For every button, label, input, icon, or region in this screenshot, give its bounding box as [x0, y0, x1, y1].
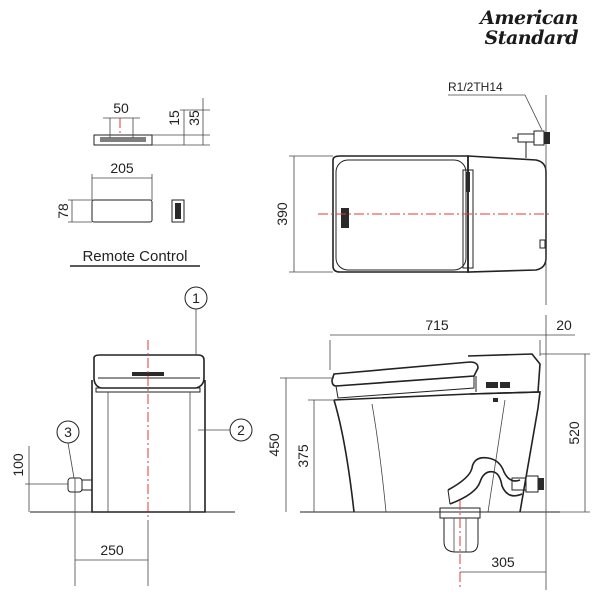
callout-3: 3 — [64, 424, 72, 440]
brand-logo: American Standard — [480, 8, 578, 48]
top-view — [289, 94, 550, 305]
remote-button-mark — [131, 213, 136, 217]
remote-button-mark — [139, 205, 145, 209]
remote-button-mark — [105, 213, 111, 217]
remote-buttons — [97, 205, 145, 217]
pipe-thread-label: R1/2TH14 — [448, 80, 503, 94]
side-view — [280, 315, 590, 590]
remote-button-mark — [97, 205, 102, 209]
brand-line-1: American — [480, 7, 578, 29]
top-dim-390: 390 — [274, 202, 290, 226]
front-view — [25, 286, 253, 586]
remote-button-mark — [114, 205, 119, 209]
remote-front-view — [68, 174, 185, 223]
remote-dim-35: 35 — [186, 110, 202, 126]
remote-button-mark — [139, 213, 145, 217]
remote-dim-50: 50 — [113, 100, 129, 116]
remote-button-mark — [114, 213, 119, 217]
front-dim-100: 100 — [10, 453, 26, 477]
side-dim-520: 520 — [566, 421, 582, 445]
remote-dim-15: 15 — [166, 110, 182, 126]
remote-dim-205: 205 — [110, 160, 134, 176]
side-dim-20: 20 — [556, 317, 572, 333]
front-dim-250: 250 — [100, 542, 124, 558]
brand-line-2: Standard — [484, 27, 578, 49]
remote-side-view — [93, 98, 210, 146]
side-dim-450: 450 — [266, 433, 282, 457]
remote-button-mark — [131, 205, 136, 209]
remote-button-mark — [122, 213, 128, 217]
remote-button-mark — [122, 205, 128, 209]
callout-1: 1 — [192, 290, 200, 306]
side-dim-715: 715 — [425, 317, 449, 333]
callout-2: 2 — [237, 422, 245, 438]
remote-control-title: Remote Control — [82, 248, 187, 265]
remote-button-mark — [97, 213, 102, 217]
remote-button-mark — [105, 205, 111, 209]
side-dim-305: 305 — [491, 554, 515, 570]
remote-dim-78: 78 — [55, 203, 71, 219]
side-dim-375: 375 — [295, 444, 311, 468]
